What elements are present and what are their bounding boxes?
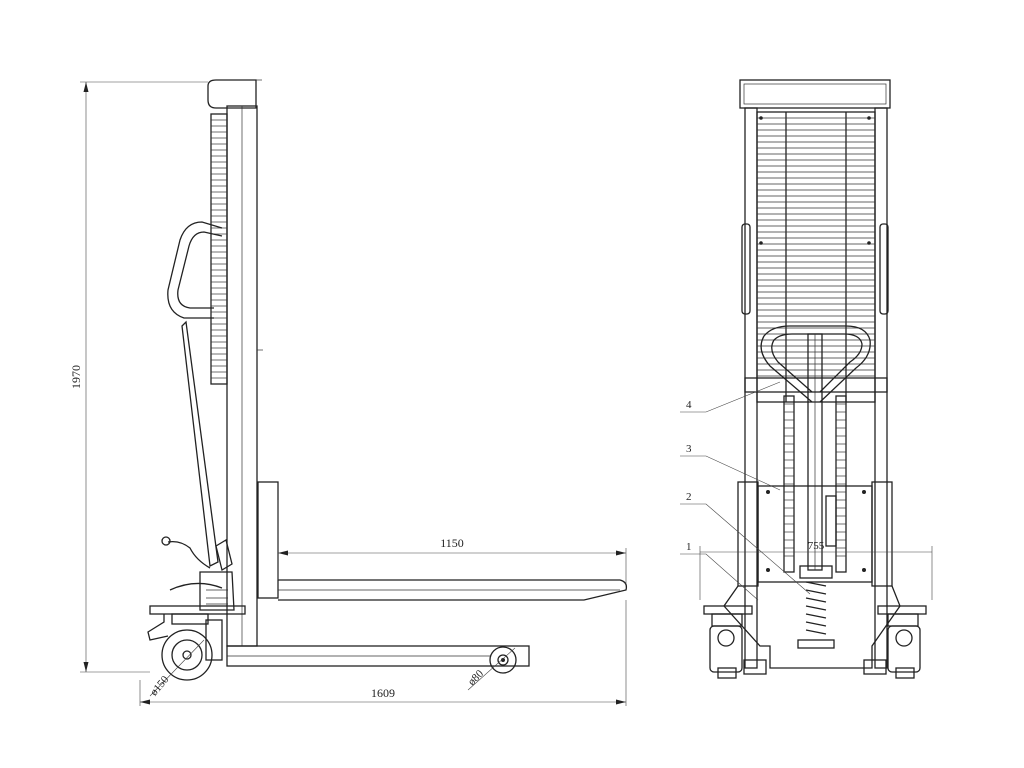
rear-wheel-diameter-label: ø80 — [466, 667, 487, 688]
side-view: 1970 — [69, 79, 628, 706]
front-view: 755 — [680, 79, 933, 679]
front-carriage — [737, 481, 893, 587]
fork-width-label: 755 — [808, 540, 825, 552]
mesh-guard — [210, 113, 228, 385]
pump-base — [169, 571, 235, 611]
wheel-diameter-leaders — [149, 639, 516, 697]
front-tiller — [760, 325, 871, 571]
front-cylinder — [797, 495, 837, 649]
chassis — [226, 645, 530, 667]
front-side-handles — [741, 223, 889, 315]
callout-number: 4 — [686, 399, 692, 411]
callout-number: 3 — [686, 443, 692, 455]
overall-length-dimension: 1609 — [139, 600, 627, 706]
front-right-caster — [887, 613, 921, 679]
fork-length-label: 1150 — [440, 536, 464, 550]
mast — [207, 79, 263, 647]
rear-wheel — [489, 646, 517, 674]
callout-labels: 4 3 2 1 — [686, 399, 692, 553]
front-load-wheels — [743, 659, 887, 675]
front-base — [703, 585, 927, 669]
callout-leaders — [680, 381, 811, 601]
overall-length-label: 1609 — [371, 686, 395, 700]
pump-lever — [161, 320, 233, 572]
fork-length-dimension: 1150 — [277, 500, 627, 584]
fork-width-dimension: 755 — [699, 540, 933, 600]
height-label: 1970 — [69, 365, 83, 389]
front-left-caster — [709, 613, 743, 679]
height-dimension: 1970 — [69, 81, 208, 673]
front-caster — [147, 613, 223, 681]
front-crossbar — [744, 377, 888, 393]
callout-number: 2 — [686, 491, 692, 503]
front-chains — [783, 395, 847, 573]
callout-number: 1 — [686, 541, 692, 553]
push-handle — [167, 221, 223, 319]
